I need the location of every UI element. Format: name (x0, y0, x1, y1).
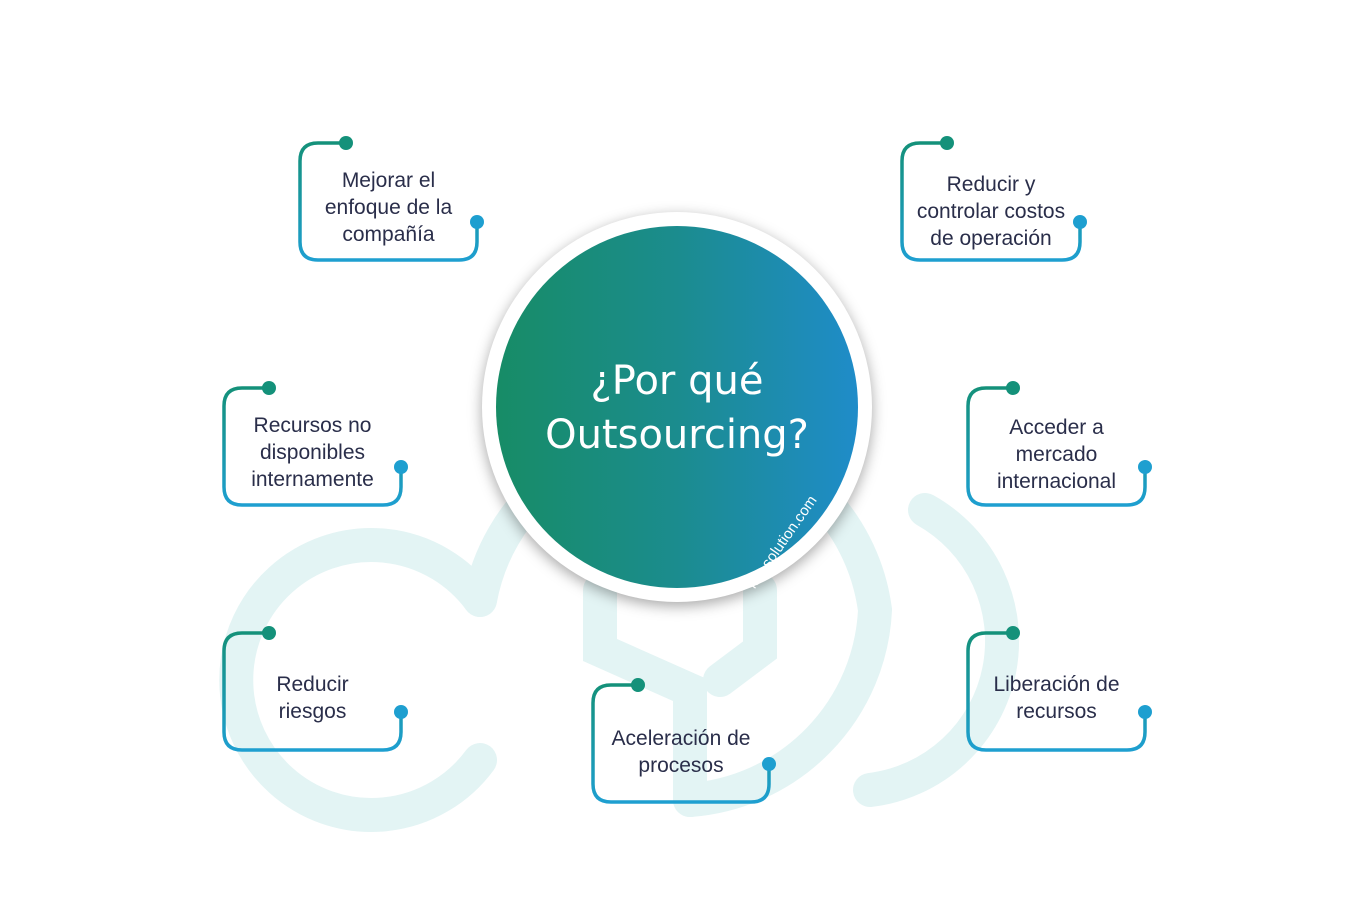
reason-label: Reducir riesgos (276, 673, 349, 723)
top-dot-icon (1006, 626, 1020, 640)
side-dot-icon (1073, 215, 1087, 229)
card-bracket (222, 381, 408, 507)
side-dot-icon (1138, 460, 1152, 474)
reason-label: Mejorar el enfoque de la compañía (324, 169, 453, 246)
top-dot-icon (1006, 381, 1020, 395)
side-dot-icon (394, 460, 408, 474)
reason-card-reduce-costs: Reducir y controlar costos de operación (900, 136, 1087, 262)
reason-label: Recursos no disponibles internamente (251, 414, 374, 491)
side-dot-icon (762, 757, 776, 771)
top-dot-icon (940, 136, 954, 150)
center-circle: ¿Por qué Outsourcing? ide-solution.com (482, 212, 872, 602)
side-dot-icon (1138, 705, 1152, 719)
bulb-stem (583, 573, 707, 817)
top-dot-icon (262, 626, 276, 640)
bulb-stem-right (703, 573, 777, 697)
reason-label: Aceleración de procesos (611, 727, 751, 777)
reason-label: Liberación de recursos (993, 673, 1120, 723)
reason-card-reduce-risks: Reducir riesgos (222, 626, 408, 752)
cloud-right-arc (853, 493, 1020, 807)
card-bracket (966, 626, 1152, 752)
cloud-left-arc (219, 528, 497, 832)
reason-card-improve-focus: Mejorar el enfoque de la compañía (298, 136, 484, 262)
reason-card-unavailable-resources: Recursos no disponibles internamente (222, 381, 408, 507)
side-dot-icon (470, 215, 484, 229)
card-bracket (591, 678, 776, 804)
card-bracket (966, 381, 1152, 507)
center-circle-fill: ¿Por qué Outsourcing? ide-solution.com (496, 226, 858, 592)
top-dot-icon (262, 381, 276, 395)
reason-label: Acceder a mercado internacional (996, 416, 1117, 493)
top-dot-icon (631, 678, 645, 692)
card-bracket (222, 626, 408, 752)
top-dot-icon (339, 136, 353, 150)
card-bracket (900, 136, 1087, 262)
reason-card-international-market: Acceder a mercado internacional (966, 381, 1152, 507)
center-title: ¿Por qué Outsourcing? (545, 358, 809, 458)
side-dot-icon (394, 705, 408, 719)
reason-card-free-resources: Liberación de recursos (966, 626, 1152, 752)
card-bracket (298, 136, 484, 262)
reason-card-accelerate-processes: Aceleración de procesos (591, 678, 776, 804)
reason-label: Reducir y controlar costos de operación (916, 173, 1066, 250)
